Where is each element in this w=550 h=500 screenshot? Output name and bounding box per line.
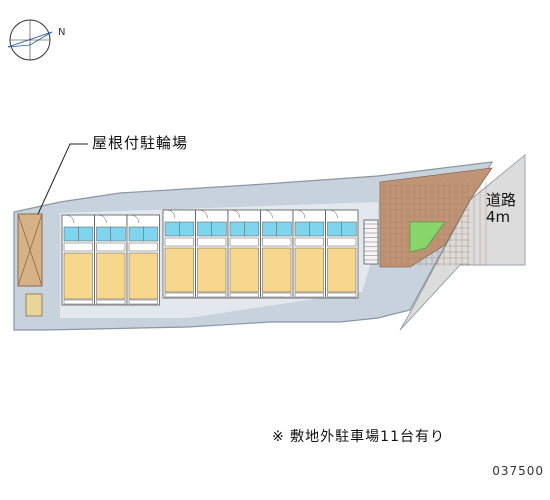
bath-area <box>262 221 278 237</box>
toilet-area <box>179 221 195 237</box>
apartment-unit <box>126 214 160 306</box>
road-width-label: 4m <box>486 208 511 226</box>
living-room <box>96 252 126 300</box>
bath-area <box>128 226 144 242</box>
kitchen <box>327 237 357 247</box>
kitchen <box>294 237 324 247</box>
living-room <box>262 247 292 293</box>
toilet-area <box>244 221 260 237</box>
kitchen <box>128 242 158 252</box>
balcony <box>262 292 292 298</box>
bath-area <box>197 221 213 237</box>
paved-grid <box>380 182 487 266</box>
green-area <box>409 221 446 253</box>
toilet-area <box>211 221 227 237</box>
balcony <box>128 299 158 305</box>
balcony <box>229 292 259 298</box>
balcony <box>197 292 227 298</box>
apartment-unit <box>162 209 196 299</box>
balcony <box>63 299 93 305</box>
living-room <box>164 247 194 293</box>
living-room <box>197 247 227 293</box>
balcony <box>327 292 357 298</box>
balcony <box>294 292 324 298</box>
shed-hatch <box>17 213 43 287</box>
door-swing <box>166 209 176 219</box>
kitchen <box>164 237 194 247</box>
living-room <box>128 252 158 300</box>
bath-area <box>164 221 180 237</box>
living-room <box>229 247 259 293</box>
apartment-unit <box>94 214 128 306</box>
bath-area <box>327 221 343 237</box>
north-arrow-icon <box>7 19 53 61</box>
kitchen <box>262 237 292 247</box>
door-swing <box>296 209 306 219</box>
property-code: 037500 <box>492 464 544 478</box>
kitchen <box>229 237 259 247</box>
door-swing <box>98 214 107 224</box>
parking-note: ※ 敷地外駐車場11台有り <box>272 429 445 445</box>
compass-letter: N <box>58 27 66 38</box>
apartment-unit <box>260 209 294 299</box>
living-room <box>63 252 93 300</box>
door-swing <box>65 214 75 224</box>
apartment-unit <box>227 209 261 299</box>
bicycle-parking-label: 屋根付駐輪場 <box>92 134 189 152</box>
apartment-unit <box>61 214 95 306</box>
living-room <box>294 247 324 293</box>
kitchen <box>96 242 126 252</box>
apartment-unit <box>325 209 359 299</box>
toilet-area <box>276 221 292 237</box>
living-room <box>327 247 357 293</box>
toilet-area <box>143 226 159 242</box>
bike-rack <box>25 293 43 317</box>
bath-area <box>294 221 310 237</box>
door-swing <box>329 209 338 219</box>
kitchen <box>63 242 93 252</box>
door-swing <box>199 209 208 219</box>
bath-area <box>229 221 245 237</box>
bike-label-leader <box>37 143 88 215</box>
door-swing <box>264 209 273 219</box>
toilet-area <box>341 221 357 237</box>
apartment-units <box>61 209 359 306</box>
toilet-area <box>78 226 94 242</box>
kitchen <box>197 237 227 247</box>
apartment-unit <box>195 209 229 299</box>
door-swing <box>231 209 241 219</box>
stair-steps <box>364 223 378 261</box>
toilet-area <box>110 226 126 242</box>
bath-area <box>96 226 112 242</box>
road-label: 道路 <box>486 191 517 209</box>
apartment-unit <box>292 209 326 299</box>
balcony <box>164 292 194 298</box>
bath-area <box>63 226 79 242</box>
door-swing <box>130 214 140 224</box>
toilet-area <box>309 221 325 237</box>
balcony <box>96 299 126 305</box>
